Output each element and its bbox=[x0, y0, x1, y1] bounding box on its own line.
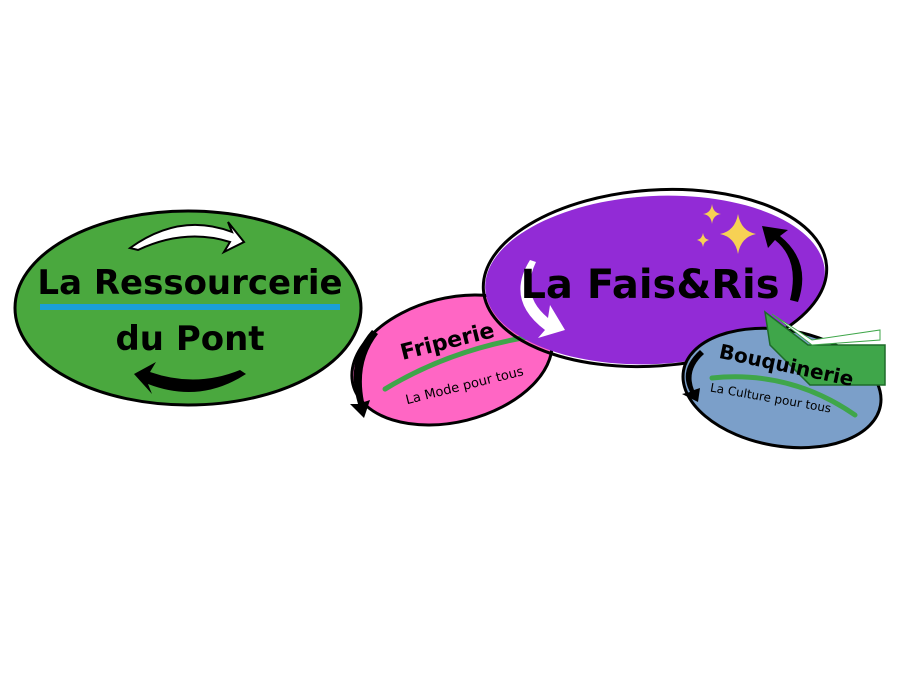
black-arrow-icon bbox=[762, 226, 803, 302]
ressourcerie-title-line2: du Pont bbox=[115, 319, 264, 359]
friperie-arrow-icon bbox=[350, 330, 378, 418]
arrow-top-icon bbox=[127, 221, 246, 255]
faisris-title: La Fais&Ris bbox=[520, 262, 779, 308]
ressourcerie-logo: La Ressourcerie du Pont bbox=[13, 209, 363, 407]
sparkles-icon bbox=[697, 204, 756, 254]
blue-underline bbox=[40, 304, 340, 310]
bouquinerie-logo: Bouquinerie La Culture pour tous bbox=[681, 310, 886, 450]
faisris-logo: La Fais&Ris bbox=[481, 187, 829, 369]
book-icon bbox=[763, 310, 886, 386]
friperie-logo: Friperie La Mode pour tous bbox=[350, 293, 554, 427]
ressourcerie-title-line1: La Ressourcerie bbox=[37, 263, 342, 303]
bouquinerie-arrow-icon bbox=[682, 350, 704, 402]
arrow-bottom-icon bbox=[134, 362, 246, 394]
white-arrow-icon bbox=[520, 260, 565, 338]
